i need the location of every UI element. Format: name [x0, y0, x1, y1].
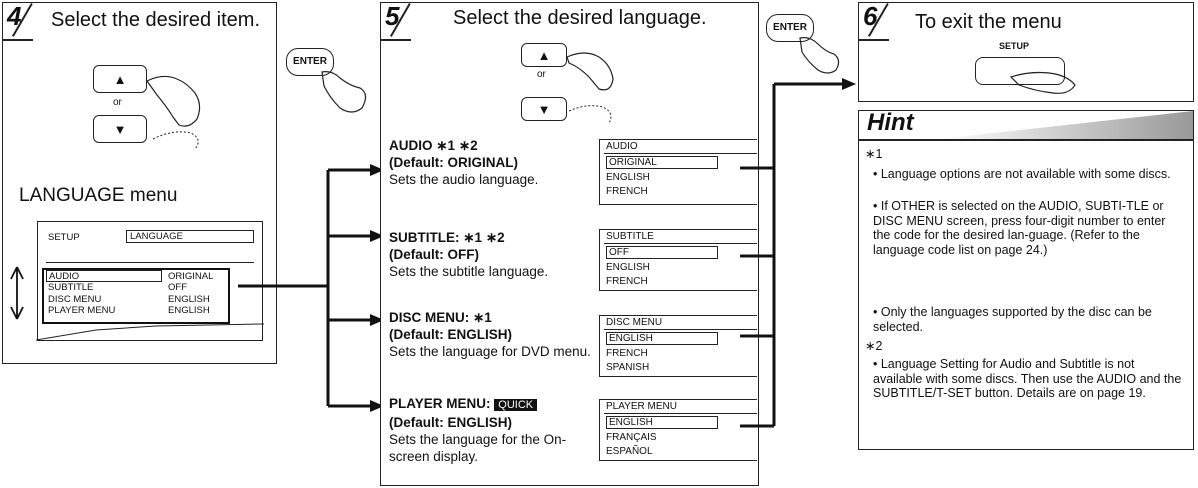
audio-opt-english[interactable]: ENGLISH: [606, 172, 650, 183]
subtitle-opt-french[interactable]: FRENCH: [606, 276, 648, 287]
player-opt-francais[interactable]: FRANÇAIS: [606, 432, 657, 443]
menu-row-disc-menu[interactable]: DISC MENU: [48, 294, 101, 305]
step5-title: Select the desired language.: [453, 7, 707, 30]
hint-panel: Hint ∗1 • Language options are not avail…: [858, 110, 1194, 450]
hint-bullet1: • Language options are not available wit…: [873, 167, 1181, 182]
item-audio-default: (Default: ORIGINAL): [389, 155, 518, 170]
hint-bullet2: • If OTHER is selected on the AUDIO, SUB…: [873, 199, 1185, 257]
step4-panel: 4 Select the desired item. ▲ or ▼ LANGUA…: [2, 2, 277, 364]
player-menu-box-head: PLAYER MENU: [604, 400, 757, 414]
step6-panel: 6 To exit the menu SETUP: [858, 2, 1194, 102]
item-audio-desc: Sets the audio language.: [389, 172, 538, 187]
setup-button-label: SETUP: [999, 41, 1029, 51]
step5-number: 5: [385, 1, 399, 32]
item-disc-menu-desc: Sets the language for DVD menu.: [389, 344, 591, 359]
menu-row-audio[interactable]: AUDIO: [46, 270, 162, 282]
subtitle-box-head: SUBTITLE: [604, 230, 757, 244]
menu-row-disc-menu-value: ENGLISH: [168, 294, 210, 305]
item-player-menu-desc: Sets the language for the On-screen disp…: [389, 432, 566, 464]
quick-badge: QUICK: [494, 399, 537, 411]
step6-number: 6: [863, 1, 877, 32]
step5-panel: 5 Select the desired language. ▲ or ▼ AU…: [380, 2, 759, 486]
step6-title: To exit the menu: [915, 11, 1062, 34]
hand-icon-5: [1009, 63, 1079, 99]
audio-options-box: AUDIO ORIGINAL ENGLISH FRENCH: [599, 139, 757, 205]
hand-icon-3: [565, 47, 621, 127]
hand-icon-4: [796, 34, 846, 78]
step4-title: Select the desired item.: [51, 9, 260, 32]
hint-bullet4: • Language Setting for Audio and Subtitl…: [873, 357, 1185, 401]
hand-icon-2: [318, 68, 374, 118]
item-subtitle-desc: Sets the subtitle language.: [389, 264, 548, 279]
item-disc-menu-default: (Default: ENGLISH): [389, 327, 512, 342]
item-audio: AUDIO ∗1 ∗2 (Default: ORIGINAL) Sets the…: [389, 137, 579, 188]
item-subtitle-default: (Default: OFF): [389, 247, 479, 262]
disc-menu-box-head: DISC MENU: [604, 316, 757, 330]
hand-icon: [143, 69, 213, 153]
player-opt-english[interactable]: ENGLISH: [606, 416, 718, 429]
player-opt-espanol[interactable]: ESPAÑOL: [606, 446, 653, 457]
or-label-2: or: [537, 69, 546, 80]
item-player-menu-default: (Default: ENGLISH): [389, 415, 512, 430]
language-menu-screen: SETUP LANGUAGE AUDIO ORIGINAL SUBTITLE O…: [37, 221, 263, 341]
subtitle-options-box: SUBTITLE OFF ENGLISH FRENCH: [599, 229, 757, 291]
up-button[interactable]: ▲: [93, 65, 147, 93]
down-button[interactable]: ▼: [93, 115, 147, 143]
disc-opt-french[interactable]: FRENCH: [606, 348, 648, 359]
flow-arrows-left: [238, 140, 388, 420]
subtitle-opt-english[interactable]: ENGLISH: [606, 262, 650, 273]
up-down-arrow-icon: [9, 265, 25, 321]
menu-row-player-menu-value: ENGLISH: [168, 305, 210, 316]
hint-bullet3: • Only the languages supported by the di…: [873, 305, 1183, 334]
menu-row-player-menu[interactable]: PLAYER MENU: [48, 305, 115, 316]
disc-opt-spanish[interactable]: SPANISH: [606, 362, 649, 373]
up-button-2[interactable]: ▲: [521, 43, 567, 67]
menu-setup-label: SETUP: [48, 232, 80, 243]
audio-opt-french[interactable]: FRENCH: [606, 186, 648, 197]
or-label: or: [113, 97, 122, 108]
item-player-menu-name: PLAYER MENU:: [389, 396, 491, 411]
menu-row-subtitle[interactable]: SUBTITLE: [48, 282, 93, 293]
disc-menu-options-box: DISC MENU ENGLISH FRENCH SPANISH: [599, 315, 757, 377]
player-menu-options-box: PLAYER MENU ENGLISH FRANÇAIS ESPAÑOL: [599, 399, 757, 461]
down-button-2[interactable]: ▼: [521, 97, 567, 121]
audio-box-head: AUDIO: [604, 140, 757, 154]
item-disc-menu: DISC MENU: ∗1 (Default: ENGLISH) Sets th…: [389, 309, 597, 360]
step4-number: 4: [7, 1, 21, 32]
item-subtitle-name: SUBTITLE: ∗1 ∗2: [389, 230, 505, 245]
disc-opt-english[interactable]: ENGLISH: [606, 332, 718, 345]
item-subtitle: SUBTITLE: ∗1 ∗2 (Default: OFF) Sets the …: [389, 229, 579, 280]
flow-arrows-right: [740, 70, 860, 450]
down-arrow-icon: ▼: [94, 122, 146, 137]
hint-title: Hint: [867, 109, 914, 137]
up-arrow-icon: ▲: [94, 72, 146, 87]
hint-note2: ∗2: [865, 339, 882, 354]
menu-row-audio-value: ORIGINAL: [168, 271, 213, 282]
menu-language-tab: LANGUAGE: [126, 230, 254, 243]
item-player-menu: PLAYER MENU: QUICK (Default: ENGLISH) Se…: [389, 395, 589, 465]
item-disc-menu-name: DISC MENU: ∗1: [389, 310, 492, 325]
item-audio-name: AUDIO ∗1 ∗2: [389, 138, 478, 153]
language-menu-caption: LANGUAGE menu: [19, 185, 177, 207]
subtitle-opt-off[interactable]: OFF: [606, 246, 718, 259]
audio-opt-original[interactable]: ORIGINAL: [606, 156, 718, 169]
menu-row-subtitle-value: OFF: [168, 282, 187, 293]
up-arrow-icon-2: ▲: [522, 48, 566, 63]
down-arrow-icon-2: ▼: [522, 102, 566, 117]
hint-note1: ∗1: [865, 147, 882, 162]
